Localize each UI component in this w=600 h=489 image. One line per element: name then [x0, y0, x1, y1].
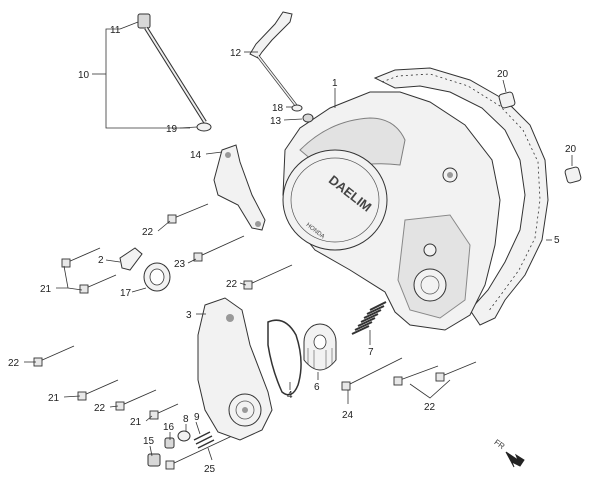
callout-24: 24: [342, 410, 354, 421]
callout-19: 19: [166, 124, 178, 135]
oil-filter-element: [303, 323, 337, 371]
small-plug: [164, 437, 175, 449]
callout-16: 16: [163, 422, 175, 433]
callout-22-a: 22: [142, 227, 154, 238]
fr-label: FR: [492, 438, 506, 452]
callout-1: 1: [332, 78, 338, 89]
dowel-pin-upper: [498, 91, 516, 109]
lifter-washer: [291, 104, 303, 112]
callout-4: 4: [287, 390, 293, 401]
callout-22-f: 22: [424, 402, 436, 413]
callout-9: 9: [194, 412, 200, 423]
callout-7: 7: [368, 347, 374, 358]
clutch-cover-dome: [282, 149, 388, 251]
callout-12: 12: [230, 48, 242, 59]
callout-18: 18: [272, 103, 284, 114]
clutch-lifter-lever: [249, 11, 300, 109]
callout-25: 25: [204, 464, 216, 475]
callout-8: 8: [183, 414, 189, 425]
callout-17: 17: [120, 288, 132, 299]
dipstick-o-ring: [196, 122, 212, 132]
callout-13: 13: [270, 116, 282, 127]
oil-dipstick: [137, 13, 207, 124]
callout-23: 23: [174, 259, 186, 270]
callout-2: 2: [98, 255, 104, 266]
callout-22-d: 22: [8, 358, 20, 369]
callout-10: 10: [78, 70, 90, 81]
callout-22-b: 22: [226, 279, 238, 290]
callout-22-c: 21: [40, 284, 52, 295]
leader-lines: [24, 21, 573, 461]
callout-3: 3: [186, 310, 192, 321]
cable-bracket: [213, 144, 266, 231]
dowel-pin-right: [564, 166, 582, 184]
front-arrow-icon: [505, 451, 525, 468]
filter-cover-o-ring: [267, 319, 302, 396]
callout-11: 11: [110, 25, 121, 36]
callout-15: 15: [143, 436, 155, 447]
callout-21-b: 21: [130, 417, 142, 428]
callout-22-e: 22: [94, 403, 106, 414]
callout-6: 6: [314, 382, 320, 393]
oil-pass-joint: [119, 247, 143, 271]
lifter-oil-seal: [302, 113, 314, 123]
callout-20-right: 20: [565, 144, 577, 155]
callout-21-a: 21: [48, 393, 60, 404]
front-direction-indicator: FR: [492, 438, 525, 468]
small-spring: [193, 431, 215, 449]
callout-5: 5: [554, 235, 560, 246]
callout-14: 14: [190, 150, 202, 161]
callout-labels: 11 10 19 12 18 13 1 14 20 20 5 22 2 23 2…: [8, 25, 577, 475]
small-collar: [177, 430, 191, 442]
bolts: [33, 203, 477, 470]
filter-spring: [351, 301, 387, 335]
callout-20-upper: 20: [497, 69, 509, 80]
